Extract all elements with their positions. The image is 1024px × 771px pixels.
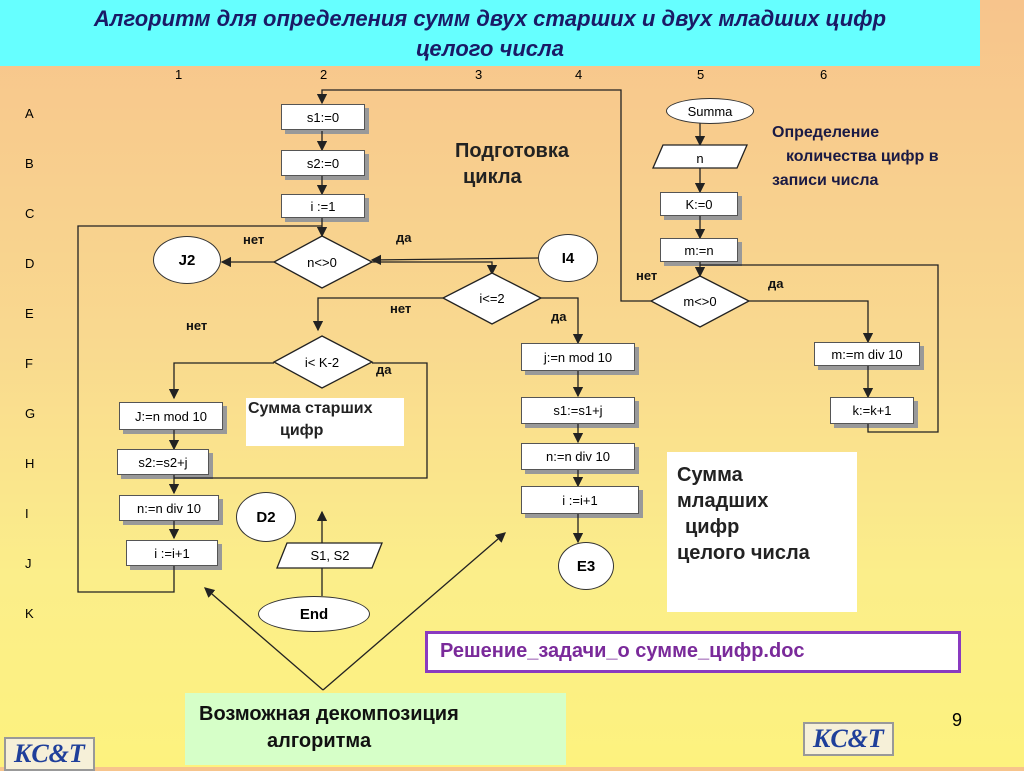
branch-label-yes: да bbox=[376, 362, 392, 377]
row-label: E bbox=[25, 306, 34, 321]
column-label: 4 bbox=[575, 67, 583, 82]
note-junior-sum-line-4: целого числа bbox=[677, 542, 810, 564]
page-number: 9 bbox=[952, 710, 963, 730]
terminator-end: End bbox=[258, 596, 370, 632]
connector-e3: E3 bbox=[558, 542, 614, 590]
process-ndiv-right: n:=n div 10 bbox=[521, 443, 639, 474]
note-senior-sum: Сумма старших цифр bbox=[246, 398, 404, 446]
note-digit-count: Определение количества цифр в записи чис… bbox=[772, 121, 939, 193]
connector-j2: J2 bbox=[153, 236, 221, 284]
row-label: A bbox=[25, 106, 34, 121]
note-senior-sum-line-2: цифр bbox=[280, 422, 324, 439]
row-label: G bbox=[25, 406, 36, 421]
decomposition-line-1: Возможная декомпозиция bbox=[199, 703, 459, 725]
kct-logo-left: KC&T bbox=[4, 737, 95, 771]
row-label: D bbox=[25, 256, 35, 271]
process-k0: K:=0 bbox=[660, 192, 742, 220]
branch-label-no: нет bbox=[186, 318, 208, 333]
assign-s2-box: s2:=0 bbox=[281, 150, 369, 180]
connector-i4: I4 bbox=[538, 234, 598, 282]
terminator-summa: Summa bbox=[666, 98, 754, 124]
process-iinc-right: i :=i+1 bbox=[521, 486, 643, 518]
row-label: I bbox=[25, 506, 29, 521]
column-label: 1 bbox=[175, 67, 183, 82]
condition-m-not-zero: m<>0 bbox=[683, 294, 717, 309]
process-jmod-right: j:=n mod 10 bbox=[521, 343, 639, 375]
note-digit-count-line-2: количества цифр в bbox=[786, 148, 939, 165]
branch-label-no: нет bbox=[636, 268, 658, 283]
process-kinc: k:=k+1 bbox=[830, 397, 918, 428]
decomposition-line-2: алгоритма bbox=[267, 730, 372, 752]
branch-label-no: нет bbox=[243, 232, 265, 247]
process-mn: m:=n bbox=[660, 238, 742, 266]
row-label: F bbox=[25, 356, 33, 371]
process-iinc-left: i :=i+1 bbox=[126, 540, 222, 570]
title-line-2: целого числа bbox=[416, 36, 564, 61]
connector-d2: D2 bbox=[236, 492, 296, 542]
assign-i-box: i :=1 bbox=[281, 194, 369, 222]
process-jmod-left: J:=n mod 10 bbox=[119, 402, 227, 434]
note-junior-sum-line-2: младших bbox=[677, 490, 769, 512]
decomposition-caption: Возможная декомпозиция алгоритма bbox=[185, 693, 566, 765]
note-digit-count-line-3: записи числа bbox=[772, 172, 879, 189]
process-s2-sum: s2:=s2+j bbox=[117, 449, 213, 479]
note-junior-sum: Сумма младших цифр целого числа bbox=[667, 452, 857, 612]
note-junior-sum-line-3: цифр bbox=[685, 516, 740, 538]
slide-title: Алгоритм для определения сумм двух старш… bbox=[0, 0, 980, 66]
row-label: C bbox=[25, 206, 35, 221]
input-n: n bbox=[696, 151, 704, 166]
output-s1-s2: S1, S2 bbox=[310, 548, 350, 563]
column-label: 2 bbox=[320, 67, 328, 82]
column-label: 5 bbox=[697, 67, 705, 82]
row-label: H bbox=[25, 456, 35, 471]
document-link[interactable]: Решение_задачи_о сумме_цифр.doc bbox=[425, 631, 961, 673]
row-label: B bbox=[25, 156, 34, 171]
branch-label-yes: да bbox=[551, 309, 567, 324]
row-label: K bbox=[25, 606, 34, 621]
condition-i-lt-k2: i< K-2 bbox=[304, 355, 340, 370]
note-loop-prep-line-2: цикла bbox=[463, 166, 522, 188]
process-s1-sum: s1:=s1+j bbox=[521, 397, 639, 428]
row-label: J bbox=[25, 556, 32, 571]
condition-i-le-2: i<=2 bbox=[479, 291, 505, 306]
note-junior-sum-line-1: Сумма bbox=[677, 464, 743, 486]
assign-s1-box: s1:=0 bbox=[281, 104, 369, 134]
note-loop-prep: Подготовка цикла bbox=[455, 138, 569, 190]
column-label: 6 bbox=[820, 67, 828, 82]
process-mdiv: m:=m div 10 bbox=[814, 342, 924, 370]
note-digit-count-line-1: Определение bbox=[772, 124, 880, 141]
condition-n-not-zero: n<>0 bbox=[307, 255, 337, 270]
kct-logo-right: KC&T bbox=[803, 722, 894, 756]
title-line-1: Алгоритм для определения сумм двух старш… bbox=[93, 6, 887, 31]
note-senior-sum-line-1: Сумма старших bbox=[248, 400, 373, 417]
branch-label-yes: да bbox=[768, 276, 784, 291]
note-loop-prep-line-1: Подготовка bbox=[455, 140, 569, 162]
column-label: 3 bbox=[475, 67, 483, 82]
branch-label-no: нет bbox=[390, 301, 412, 316]
process-ndiv-left: n:=n div 10 bbox=[119, 495, 223, 525]
branch-label-yes: да bbox=[396, 230, 412, 245]
